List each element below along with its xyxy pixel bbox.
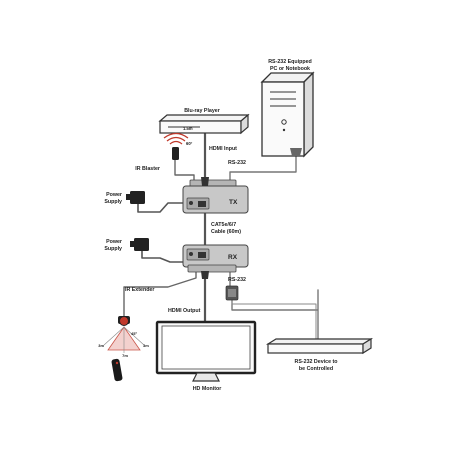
pc-led bbox=[282, 128, 286, 132]
power-cable-bottom bbox=[141, 250, 185, 263]
power-cable-top bbox=[137, 202, 185, 213]
rx-label: RX bbox=[228, 254, 238, 261]
ir-extender-left: 3m bbox=[98, 343, 104, 348]
ir-blaster-beam-1 bbox=[169, 140, 183, 145]
ir-coverage-right bbox=[123, 326, 145, 346]
ir-blaster-beam-2 bbox=[166, 136, 186, 142]
monitor-stand bbox=[192, 372, 220, 382]
ir-blaster-beam-3 bbox=[163, 132, 189, 139]
power-supply-bottom-line2: Supply bbox=[104, 246, 122, 252]
ir-blaster-label: IR Blaster bbox=[135, 166, 160, 172]
rx-rj45-port bbox=[198, 252, 206, 258]
tx-power-port bbox=[189, 201, 193, 205]
rs232-top-label: RS-232 bbox=[228, 160, 246, 166]
bluray-right bbox=[240, 113, 249, 135]
pc-tower: RS-232 Equipped PC or Notebook bbox=[260, 59, 315, 158]
remote-button-icon bbox=[115, 361, 119, 365]
pc-power-button bbox=[281, 119, 287, 125]
rs232-bottom-cable-2 bbox=[231, 289, 319, 345]
ir-extender-eye bbox=[119, 316, 129, 326]
ir-blaster-distance: 1.5m bbox=[183, 126, 193, 131]
bluray-label: Blu-ray Player bbox=[184, 108, 220, 114]
pc-tower-right bbox=[303, 71, 314, 158]
ir-extender-cable bbox=[123, 270, 197, 319]
rs232-db9-connector bbox=[225, 285, 239, 301]
tx-rj45-port bbox=[198, 201, 206, 207]
bluray-player: Blu-ray Player bbox=[158, 108, 250, 135]
cable-label-line2: Cable (60m) bbox=[211, 229, 241, 235]
tx-label: TX bbox=[229, 199, 238, 206]
hdmi-output-label: HDMI Output bbox=[168, 308, 201, 314]
hd-monitor: HD Monitor bbox=[155, 320, 257, 392]
rs232-device: RS-232 Device to be Controlled bbox=[265, 337, 374, 372]
monitor-label: HD Monitor bbox=[193, 386, 222, 392]
db9-face bbox=[228, 289, 236, 297]
power-adapter-top bbox=[130, 191, 145, 204]
ir-extender: 45° 3m 7m 3m bbox=[98, 316, 149, 382]
pc-label-line2: PC or Notebook bbox=[270, 66, 310, 72]
ir-blaster-angle: 60° bbox=[186, 141, 193, 146]
pc-rs232-plug bbox=[290, 148, 302, 156]
bluray-top bbox=[158, 114, 250, 122]
tx-hdmi-plug bbox=[201, 177, 209, 186]
remote-control-icon bbox=[111, 358, 123, 382]
rx-connector-bar bbox=[187, 264, 237, 273]
pc-tower-front bbox=[261, 81, 305, 157]
hdmi-input-label: HDMI Input bbox=[209, 146, 237, 152]
power-supply-top: Power Supply bbox=[104, 191, 145, 205]
rs232-device-right bbox=[362, 337, 372, 355]
ir-extender-angle: 45° bbox=[131, 331, 137, 336]
rx-power-port bbox=[189, 252, 193, 256]
rs232-bottom-label: RS-232 bbox=[228, 277, 246, 283]
rs232-device-line2: be Controlled bbox=[299, 366, 333, 372]
ir-extender-center: 7m bbox=[122, 353, 128, 358]
ir-blaster: 1.5m 60° IR Blaster bbox=[135, 126, 193, 172]
rs232-device-front bbox=[267, 343, 364, 354]
ir-blaster-cable bbox=[174, 159, 195, 182]
rs232-device-top bbox=[265, 338, 374, 345]
power-adapter-top-prong bbox=[126, 194, 130, 200]
monitor-screen bbox=[161, 325, 251, 370]
rx-hdmi-plug bbox=[201, 271, 209, 279]
power-supply-bottom: Power Supply bbox=[104, 238, 149, 252]
power-supply-top-line2: Supply bbox=[104, 199, 122, 205]
tx-unit: TX bbox=[182, 177, 249, 214]
rs232-top-cable bbox=[229, 152, 297, 182]
cable-label-line1: CAT5e/6/7 bbox=[211, 222, 236, 228]
power-supply-top-line1: Power bbox=[106, 192, 122, 198]
ir-blaster-head bbox=[172, 147, 179, 160]
pc-label-line1: RS-232 Equipped bbox=[268, 59, 312, 65]
rs232-device-line1: RS-232 Device to bbox=[295, 359, 339, 365]
ir-extender-label: IR Extender bbox=[125, 287, 154, 293]
cables bbox=[123, 131, 319, 345]
rs232-bottom-cable-3 bbox=[231, 299, 317, 345]
ir-coverage-left bbox=[103, 326, 125, 346]
ir-extender-right: 3m bbox=[143, 343, 149, 348]
power-adapter-bottom-prong bbox=[130, 241, 134, 247]
power-supply-bottom-line1: Power bbox=[106, 239, 122, 245]
power-adapter-bottom bbox=[134, 238, 149, 251]
rx-unit: RX bbox=[182, 244, 249, 279]
